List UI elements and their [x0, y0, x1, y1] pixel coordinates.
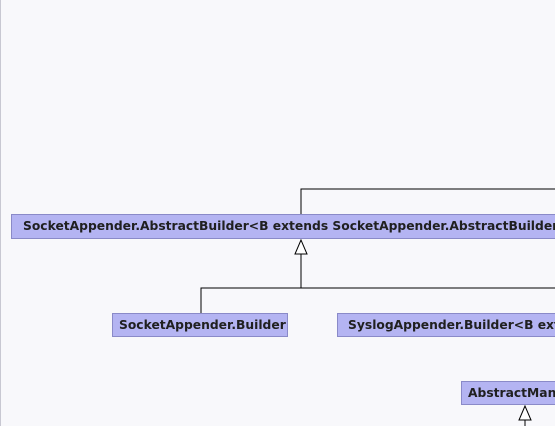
class-node-abstractmanager[interactable]: AbstractManager: [461, 381, 555, 405]
class-node-syslogappender-builder[interactable]: SyslogAppender.Builder<B extends SyslogA…: [337, 313, 555, 337]
class-node-socketappender-abstractbuilder[interactable]: SocketAppender.AbstractBuilder<B extends…: [11, 214, 555, 239]
class-node-socketappender-builder[interactable]: SocketAppender.Builder: [112, 313, 288, 337]
edge-socket-builder-to-abstract-builder: [200, 254, 302, 313]
inheritance-arrowhead-icon: [518, 404, 532, 421]
edge-abstract-builder-to-parent: [300, 188, 555, 214]
inheritance-arrowhead-icon: [294, 238, 308, 255]
